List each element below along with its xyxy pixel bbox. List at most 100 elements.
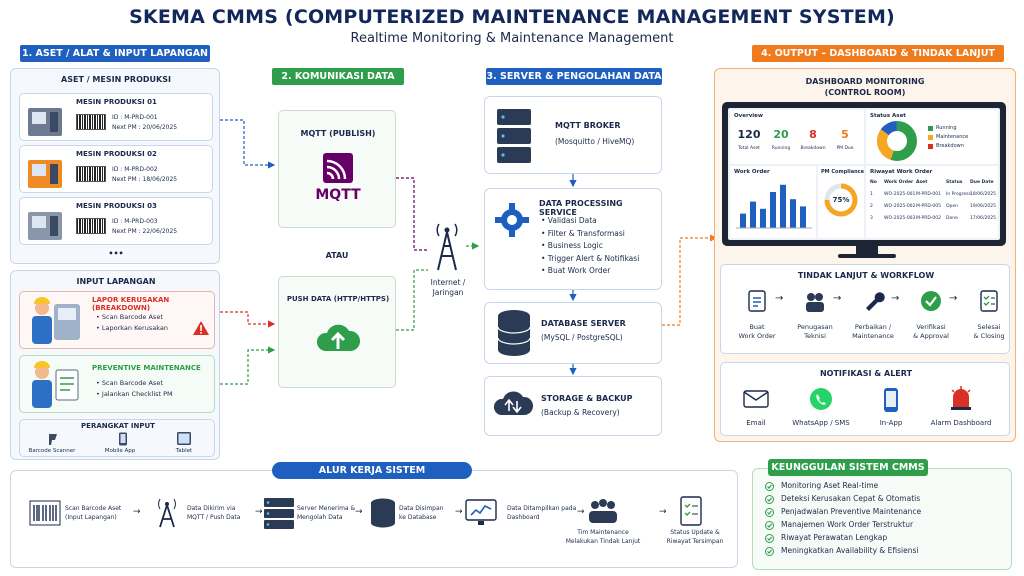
machine-next-pm: Next PM : 22/06/2025	[112, 228, 178, 235]
workflow-step-label: Penugasan Teknisi	[797, 323, 833, 340]
data-processing-card[interactable]: DATA PROCESSING SERVICE • Validasi Data •…	[484, 188, 662, 290]
in-app-icon	[884, 388, 898, 412]
processing-title: DATA PROCESSING SERVICE	[539, 199, 623, 217]
history-cell: Done	[946, 216, 958, 221]
machine-card[interactable]: MESIN PRODUKSI 02 ID : M-PRD-002 Next PM…	[19, 145, 213, 193]
history-cell: WO-2025-002	[884, 204, 916, 209]
arrow-right-icon: →	[133, 507, 141, 517]
advantage-item: Penjadwalan Preventive Maintenance	[765, 507, 1005, 519]
status-checklist-icon	[680, 496, 702, 526]
broker-subtitle: (Mosquitto / HiveMQ)	[555, 137, 635, 146]
wrench-icon	[866, 292, 885, 311]
wo-title: Work Order	[734, 169, 770, 175]
history-cell: M-PRD-002	[916, 216, 942, 221]
advantages-header: KEUNGGULAN SISTEM CMMS	[768, 459, 928, 476]
kpi-label: Breakdown	[800, 146, 826, 151]
report-tag: (BREAKDOWN)	[92, 304, 151, 312]
mqtt-logo-icon	[323, 153, 353, 183]
internet-label: Internet / Jaringan	[430, 278, 466, 297]
flow-step-label: Scan Barcode Aset (Input Lapangan)	[65, 505, 122, 521]
storage-backup-card[interactable]: STORAGE & BACKUP (Backup & Recovery)	[484, 376, 662, 436]
history-col-header: No	[870, 180, 877, 185]
more-indicator: •••	[108, 249, 124, 258]
workflow-system-panel: Scan Barcode Aset (Input Lapangan) Data D…	[10, 470, 738, 568]
workflow-card: TINDAK LANJUT & WORKFLOW →Buat Work Orde…	[720, 264, 1010, 354]
mqtt-publish-card[interactable]: MQTT (PUBLISH) MQTT	[278, 110, 396, 228]
check-icon	[765, 495, 774, 504]
pmc-value: 75%	[832, 196, 850, 204]
monitor-stand	[856, 246, 878, 254]
advantage-item: Manajemen Work Order Terstruktur	[765, 520, 1005, 532]
arrow-right-icon: →	[455, 507, 463, 517]
warning-icon	[193, 321, 209, 335]
legend-label: Breakdown	[936, 143, 964, 149]
technician-report-icon	[32, 297, 80, 344]
kpi-value: 120	[737, 128, 761, 141]
report-title: LAPOR KERUSAKAN	[92, 296, 170, 304]
cloud-backup-icon	[493, 391, 533, 415]
db-subtitle: (MySQL / PostgreSQL)	[541, 333, 623, 342]
arrow-right-icon: →	[659, 507, 667, 517]
mqtt-broker-card[interactable]: MQTT BROKER (Mosquitto / HiveMQ)	[484, 96, 662, 174]
arrow-right-icon: →	[355, 507, 363, 517]
machine-card[interactable]: MESIN PRODUKSI 01 ID : M-PRD-001 Next PM…	[19, 93, 213, 141]
monitor-base	[838, 254, 896, 258]
arrow-right-icon: →	[833, 293, 842, 304]
processing-item: • Validasi Data	[541, 216, 597, 225]
processing-item: • Buat Work Order	[541, 266, 611, 275]
status-donut-chart	[877, 121, 917, 161]
wo-bar	[790, 199, 796, 228]
history-col-header: Aset	[916, 180, 928, 185]
arrow-right-icon: →	[255, 507, 263, 517]
history-cell: 1	[870, 192, 873, 197]
flow-step-label: Data Dikirim via MQTT / Push Data	[187, 505, 241, 521]
wo-bar	[800, 206, 806, 228]
advantages-panel: Monitoring Aset Real-time Deteksi Kerusa…	[752, 468, 1012, 570]
page-subtitle: Realtime Monitoring & Maintenance Manage…	[350, 31, 674, 46]
kpi-value: 20	[773, 128, 789, 141]
database-icon	[497, 310, 531, 356]
check-icon	[765, 534, 774, 543]
wo-bar	[770, 192, 776, 228]
alarm-icon	[951, 386, 971, 410]
machine-next-pm: Next PM : 20/06/2025	[112, 124, 178, 131]
kpi-label: Running	[771, 146, 791, 151]
advantage-label: Monitoring Aset Real-time	[781, 481, 879, 490]
history-col-header: Status	[946, 180, 963, 185]
machine-next-pm: Next PM : 18/06/2025	[112, 176, 178, 183]
report-breakdown-card[interactable]: LAPOR KERUSAKAN (BREAKDOWN) • Scan Barco…	[19, 291, 215, 349]
notif-header: NOTIFIKASI & ALERT	[819, 369, 913, 378]
push-data-card[interactable]: PUSH DATA (HTTP/HTTPS)	[278, 276, 396, 388]
advantage-label: Penjadwalan Preventive Maintenance	[781, 507, 922, 516]
input-panel: INPUT LAPANGAN LAPOR KERUSAKAN (BREAKDOW…	[10, 270, 220, 460]
machine-card[interactable]: MESIN PRODUKSI 03 ID : M-PRD-003 Next PM…	[19, 197, 213, 245]
machine-id: ID : M-PRD-001	[112, 114, 158, 121]
flow-step-label: Tim Maintenance Melakukan Tindak Lanjut	[565, 529, 641, 545]
pm-title: PREVENTIVE MAINTENANCE	[92, 364, 201, 372]
antenna-icon	[158, 498, 176, 528]
section-2-header: 2. KOMUNIKASI DATA	[272, 68, 404, 85]
database-server-card[interactable]: DATABASE SERVER (MySQL / PostgreSQL)	[484, 302, 662, 364]
storage-subtitle: (Backup & Recovery)	[541, 408, 620, 417]
pm-compliance-widget: PM Compliance 75%	[818, 166, 864, 238]
machine-name: MESIN PRODUKSI 01	[76, 98, 157, 106]
preventive-maintenance-card[interactable]: PREVENTIVE MAINTENANCE • Scan Barcode As…	[19, 355, 215, 413]
arrow-right-icon: →	[891, 293, 900, 304]
monitor-chart-icon	[465, 499, 497, 525]
workflow-step-label: Selesai & Closing	[973, 323, 1005, 340]
legend-swatch	[928, 144, 933, 149]
notif-label: Email	[746, 419, 766, 427]
history-cell: WO-2025-001	[884, 192, 916, 197]
machine-id: ID : M-PRD-003	[112, 218, 158, 225]
page-title: SKEMA CMMS (COMPUTERIZED MAINTENANCE MAN…	[129, 6, 895, 28]
db-title: DATABASE SERVER	[541, 319, 626, 328]
history-cell: 19/06/2025	[970, 204, 996, 209]
asset-panel-header: ASET / MESIN PRODUKSI	[61, 75, 171, 84]
devices-header: PERANGKAT INPUT	[81, 422, 155, 430]
history-cell: M-PRD-001	[916, 192, 942, 197]
legend-swatch	[928, 135, 933, 140]
clipboard-icon	[748, 290, 766, 312]
